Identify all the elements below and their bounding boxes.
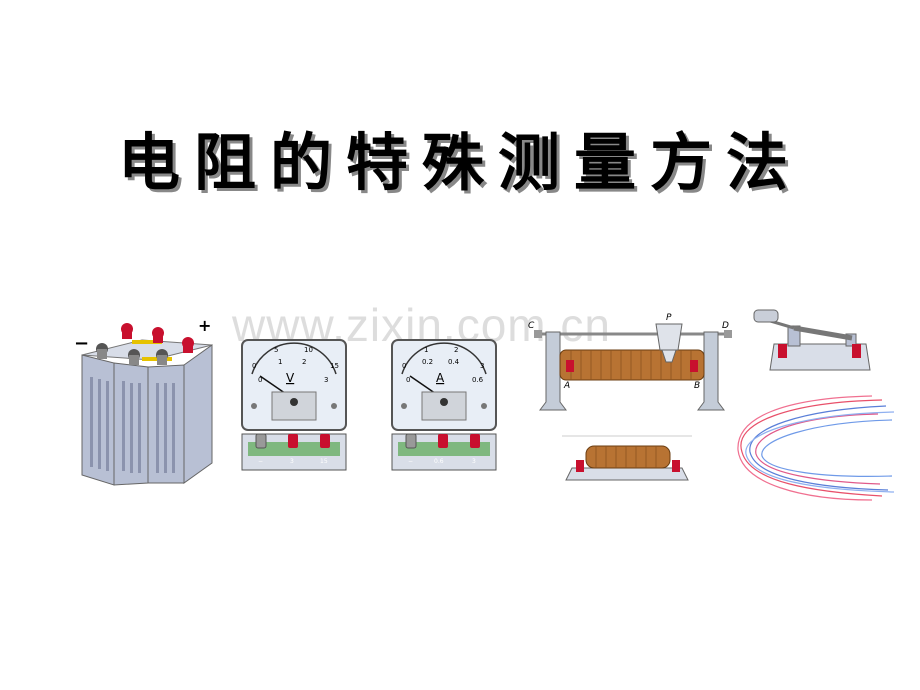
svg-text:1: 1 [424,346,428,354]
ammeter-unit: A [436,371,445,385]
svg-text:A: A [563,381,570,391]
svg-text:0: 0 [252,362,256,370]
switch-image [752,306,872,376]
rheostat-image: C P D A B [526,310,736,415]
svg-text:0.6: 0.6 [472,376,484,384]
svg-text:1: 1 [278,358,282,366]
battery-image: − + [72,315,222,490]
ammeter-image: 0 1 2 3 0 0.2 0.4 0.6 A − 0.6 3 [388,338,500,483]
svg-text:0.4: 0.4 [448,358,460,366]
svg-text:2: 2 [454,346,458,354]
battery-minus-label: − [74,333,89,354]
svg-text:3: 3 [472,458,476,465]
svg-text:3: 3 [290,458,294,465]
voltmeter-unit: V [286,371,295,385]
svg-text:0: 0 [258,376,262,384]
svg-text:D: D [722,321,729,331]
svg-text:0: 0 [402,362,406,370]
svg-text:15: 15 [320,458,328,465]
svg-text:B: B [694,381,700,391]
svg-text:C: C [528,321,535,331]
svg-text:3: 3 [324,376,328,384]
svg-text:0: 0 [406,376,410,384]
resistor-image [562,432,692,484]
battery-plus-label: + [198,316,211,335]
wires-image [732,392,900,504]
svg-text:P: P [666,313,672,323]
voltmeter-image: 0 5 10 15 0 1 2 3 V − 3 15 [238,338,350,483]
svg-text:0.2: 0.2 [422,358,433,366]
svg-text:−: − [408,458,413,465]
slide-title: 电阻的特殊测量方法 [117,126,802,199]
svg-text:0.6: 0.6 [434,458,444,465]
svg-text:−: − [258,458,263,465]
svg-text:3: 3 [480,362,484,370]
svg-text:10: 10 [304,346,313,354]
svg-text:5: 5 [274,346,278,354]
svg-text:15: 15 [330,362,339,370]
svg-text:2: 2 [302,358,306,366]
